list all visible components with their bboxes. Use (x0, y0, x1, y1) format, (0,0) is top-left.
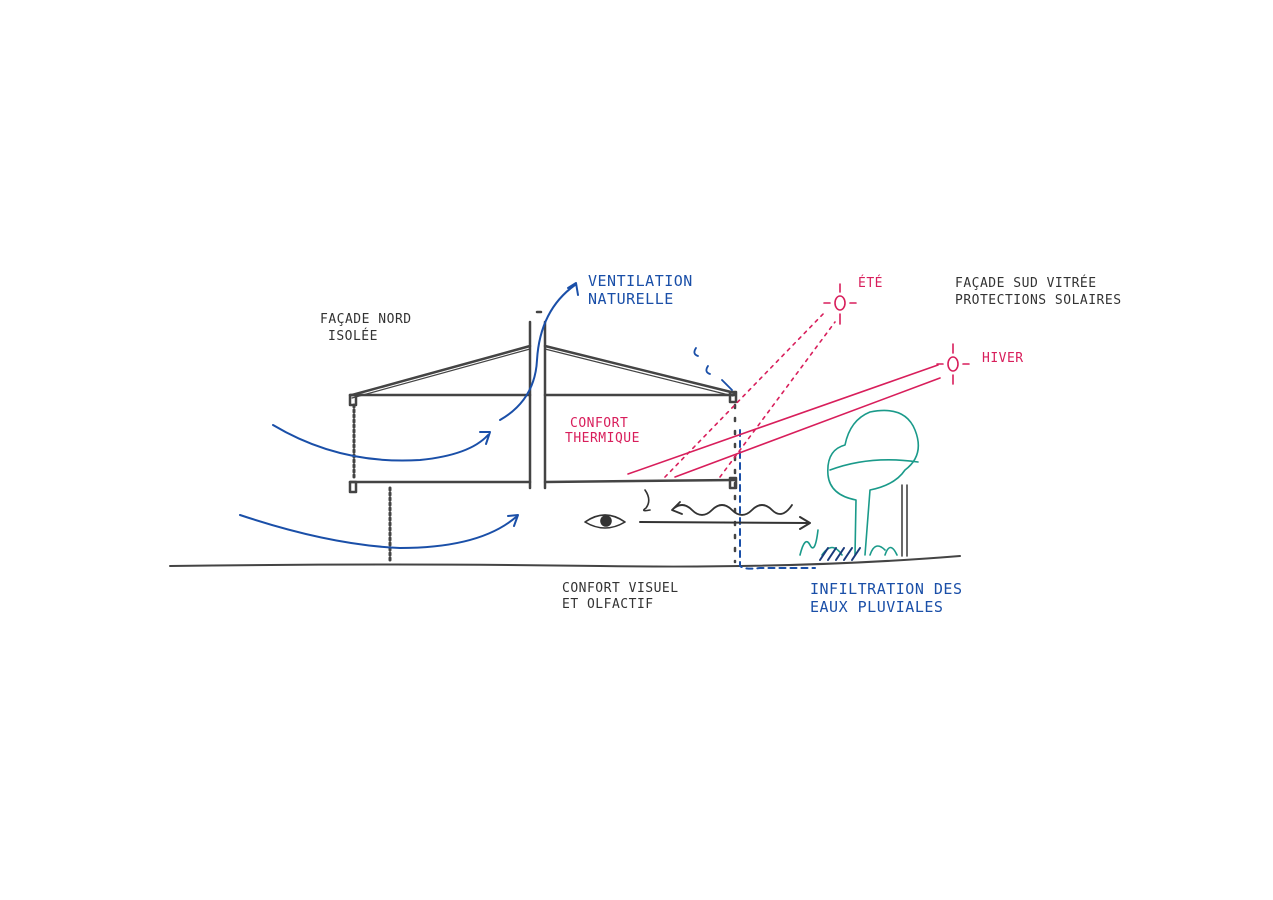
label-ete: ÉTÉ (858, 275, 883, 291)
view-arrow (639, 516, 811, 530)
label-line: CONFORT VISUEL (562, 581, 679, 596)
label-line: ISOLÉE (328, 328, 378, 344)
label-line: CONFORT (570, 416, 628, 431)
label-confort-thermique: CONFORT THERMIQUE (565, 416, 640, 446)
label-infiltration: INFILTRATION DES EAUX PLUVIALES (810, 580, 963, 616)
smell-wave-arrow (671, 501, 793, 516)
ventilation-arrows (239, 282, 816, 570)
label-facade-sud: FAÇADE SUD VITRÉE PROTECTIONS SOLAIRES (955, 275, 1122, 308)
label-hiver: HIVER (982, 351, 1024, 366)
label-ventilation: VENTILATION NATURELLE (588, 272, 693, 308)
label-line: PROTECTIONS SOLAIRES (955, 293, 1122, 308)
label-line: FAÇADE SUD VITRÉE (955, 275, 1097, 291)
label-line: INFILTRATION DES (810, 580, 963, 598)
infiltration-hatch (819, 547, 861, 561)
label-line: FAÇADE NORD (320, 312, 412, 327)
sun-rays (627, 311, 941, 478)
label-line: ET OLFACTIF (562, 597, 654, 612)
label-confort-visuel: CONFORT VISUEL ET OLFACTIF (562, 581, 679, 612)
label-line: VENTILATION (588, 272, 693, 290)
label-line: NATURELLE (588, 290, 674, 308)
tree-icon (799, 409, 920, 556)
label-facade-nord: FAÇADE NORD ISOLÉE (320, 312, 412, 344)
building-section (348, 310, 738, 565)
fence-post (901, 484, 908, 557)
drainage-path (739, 429, 816, 570)
eye-icon (584, 514, 626, 529)
label-line: EAUX PLUVIALES (810, 598, 943, 616)
sun-ete-icon (823, 283, 857, 325)
label-line: THERMIQUE (565, 431, 640, 446)
ground-line (169, 555, 961, 568)
sun-hiver-icon (936, 343, 970, 385)
nose-icon (642, 489, 651, 512)
